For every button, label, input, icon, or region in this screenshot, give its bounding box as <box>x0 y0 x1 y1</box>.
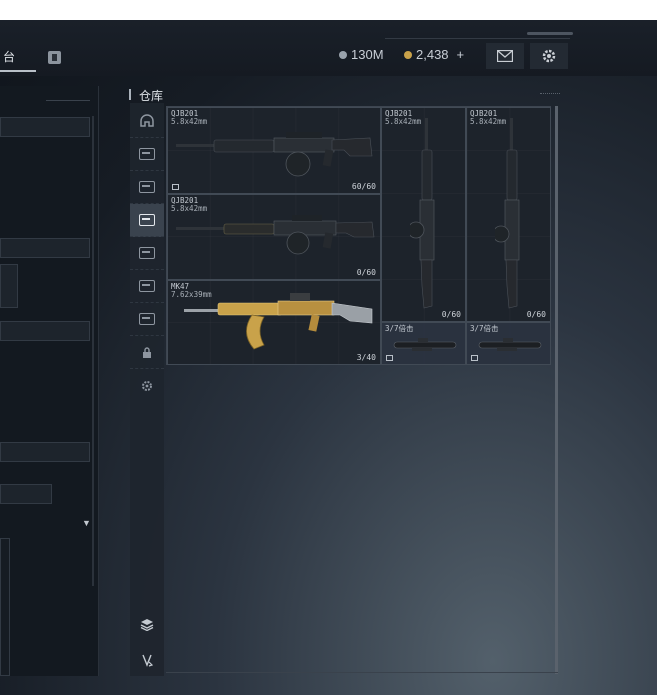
sidebar-item-weapons-5[interactable] <box>130 303 164 336</box>
tab-badge-icon[interactable] <box>48 51 61 64</box>
sidebar-item-weapons-4[interactable] <box>130 270 164 303</box>
gear-icon <box>542 49 556 63</box>
top-bar-indicator <box>527 32 573 35</box>
silver-coin-icon <box>339 50 347 59</box>
silver-currency: 130M <box>339 47 384 62</box>
mail-icon <box>497 50 513 62</box>
item-ammo: 60/60 <box>351 182 376 191</box>
pin-icon[interactable]: ▼ <box>82 518 91 528</box>
item-caliber: 5.8x42mm <box>470 117 507 126</box>
lock-icon <box>143 346 151 358</box>
sort-icon <box>142 654 154 667</box>
item-name: 3/7倍击 <box>470 324 499 333</box>
sidebar-item-armor[interactable] <box>130 138 164 171</box>
layers-button[interactable] <box>130 609 164 639</box>
item-name: QJB201 <box>470 109 498 118</box>
left-panel-row[interactable] <box>0 238 90 258</box>
sidebar-item-helmet[interactable] <box>130 105 164 138</box>
scope-image <box>478 338 542 351</box>
left-panel-list <box>0 538 10 676</box>
item-ammo: 3/40 <box>356 353 376 362</box>
item-flag-icon <box>471 355 478 361</box>
sidebar-item-weapons-3[interactable] <box>130 237 164 270</box>
warehouse-bottom-edge <box>166 672 558 673</box>
rifle-icon <box>139 181 155 193</box>
scope-image <box>393 338 457 351</box>
add-gold-button[interactable]: + <box>456 47 465 62</box>
tab-left[interactable]: 台 <box>0 44 36 72</box>
inventory-item-scope-2[interactable]: 3/7倍击 <box>466 322 551 365</box>
item-caliber: 5.8x42mm <box>385 117 422 126</box>
gear-icon <box>142 380 152 391</box>
sort-button[interactable] <box>130 645 164 675</box>
mail-button[interactable] <box>486 43 524 69</box>
gold-coin-icon <box>404 50 412 59</box>
lmg-image <box>176 215 375 255</box>
sidebar-item-weapons-1[interactable] <box>130 171 164 204</box>
helmet-icon <box>140 114 154 127</box>
left-panel-row[interactable] <box>0 442 90 462</box>
armor-icon <box>139 148 155 160</box>
gold-amount: 2,438 <box>416 47 449 62</box>
inventory-item-mk47[interactable]: MK47 7.62x39mm 3/40 <box>167 280 381 365</box>
item-name: MK47 <box>171 282 190 291</box>
warehouse-scrollbar[interactable] <box>555 106 558 674</box>
sidebar-item-settings[interactable] <box>130 369 164 402</box>
warehouse-dots <box>540 93 560 95</box>
top-bar-divider <box>385 38 570 39</box>
item-name: 3/7倍击 <box>385 324 414 333</box>
left-panel-slot[interactable] <box>0 264 18 308</box>
tab-left-label: 台 <box>3 50 16 64</box>
rifle-icon <box>139 214 155 226</box>
item-ammo: 0/60 <box>356 268 376 277</box>
left-panel-scrollbar[interactable] <box>92 116 94 586</box>
item-flag-icon <box>172 184 179 190</box>
inventory-item-qjb201-2[interactable]: QJB201 5.8x42mm 0/60 <box>167 194 381 280</box>
left-panel-row[interactable] <box>0 117 90 137</box>
rifle-icon <box>139 313 155 325</box>
warehouse-title-marker <box>129 89 131 100</box>
left-panel <box>0 86 99 676</box>
item-ammo: 0/60 <box>526 310 546 319</box>
warehouse-sidebar <box>130 103 164 676</box>
sidebar-item-locked[interactable] <box>130 336 164 369</box>
item-flag-icon <box>386 355 393 361</box>
inventory-item-qjb201-4[interactable]: QJB201 5.8x42mm 0/60 <box>466 107 551 322</box>
item-ammo: 0/60 <box>441 310 461 319</box>
sidebar-item-weapons-2[interactable] <box>130 204 164 237</box>
lmg-image <box>176 132 373 177</box>
inventory-item-scope-1[interactable]: 3/7倍击 <box>381 322 466 365</box>
inventory-item-qjb201-3[interactable]: QJB201 5.8x42mm 0/60 <box>381 107 466 322</box>
inventory-item-qjb201-1[interactable]: QJB201 5.8x42mm 60/60 <box>167 107 381 194</box>
left-panel-row[interactable] <box>0 484 52 504</box>
left-panel-divider <box>46 100 90 101</box>
rifle-icon <box>139 247 155 259</box>
item-name: QJB201 <box>171 109 199 118</box>
rifle-icon <box>139 280 155 292</box>
item-caliber: 7.62x39mm <box>171 290 212 299</box>
item-caliber: 5.8x42mm <box>171 204 208 213</box>
layers-icon <box>140 618 154 631</box>
lmg-vertical-image <box>495 118 520 309</box>
item-name: QJB201 <box>171 196 199 205</box>
lmg-vertical-image <box>410 118 435 309</box>
settings-button[interactable] <box>530 43 568 69</box>
item-caliber: 5.8x42mm <box>171 117 208 126</box>
silver-amount: 130M <box>351 47 384 62</box>
gold-currency: 2,438 + <box>404 47 464 62</box>
item-name: QJB201 <box>385 109 413 118</box>
warehouse-title: 仓库 <box>139 89 164 103</box>
mk47-image <box>184 293 373 350</box>
left-panel-row[interactable] <box>0 321 90 341</box>
